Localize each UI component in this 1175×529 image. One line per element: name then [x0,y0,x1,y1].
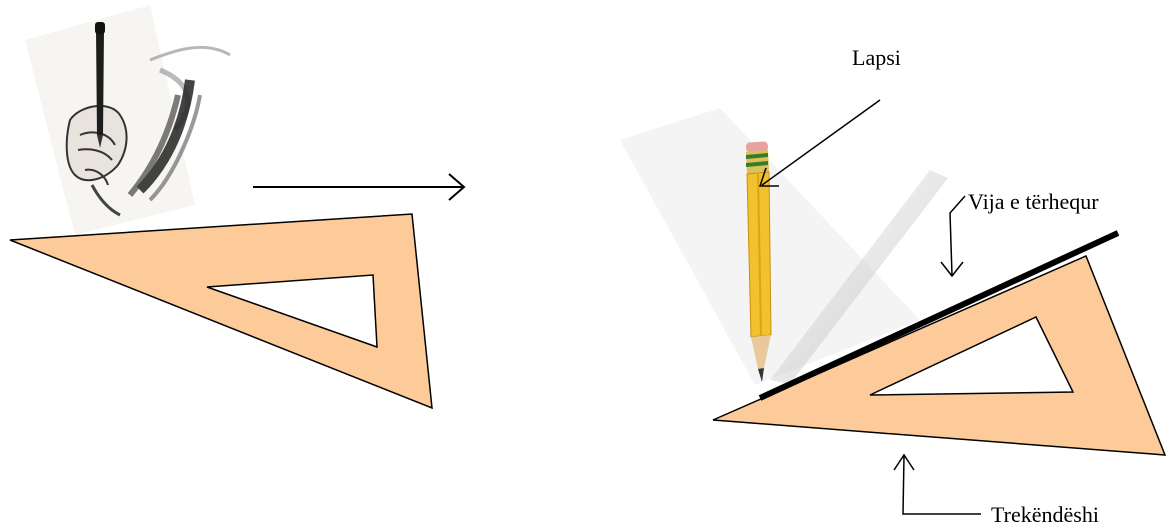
label-drawn-line: Vija e tërhequr [968,189,1099,214]
hand-drawing-with-pen-icon [25,5,231,235]
set-square-left [9,213,433,410]
label-triangle: Trekëndëshi [991,502,1099,527]
label-pencil: Lapsi [852,45,901,70]
triangle-pointer-arrow [893,453,981,515]
pencil-pointer-arrow [758,99,881,187]
right-arrow-icon [253,173,466,201]
drawn-line [758,230,1120,401]
drawn-line-pointer-arrow [940,195,966,278]
set-square-right [712,255,1167,456]
pencil-icon [745,141,772,382]
pencil-photo [620,108,948,385]
